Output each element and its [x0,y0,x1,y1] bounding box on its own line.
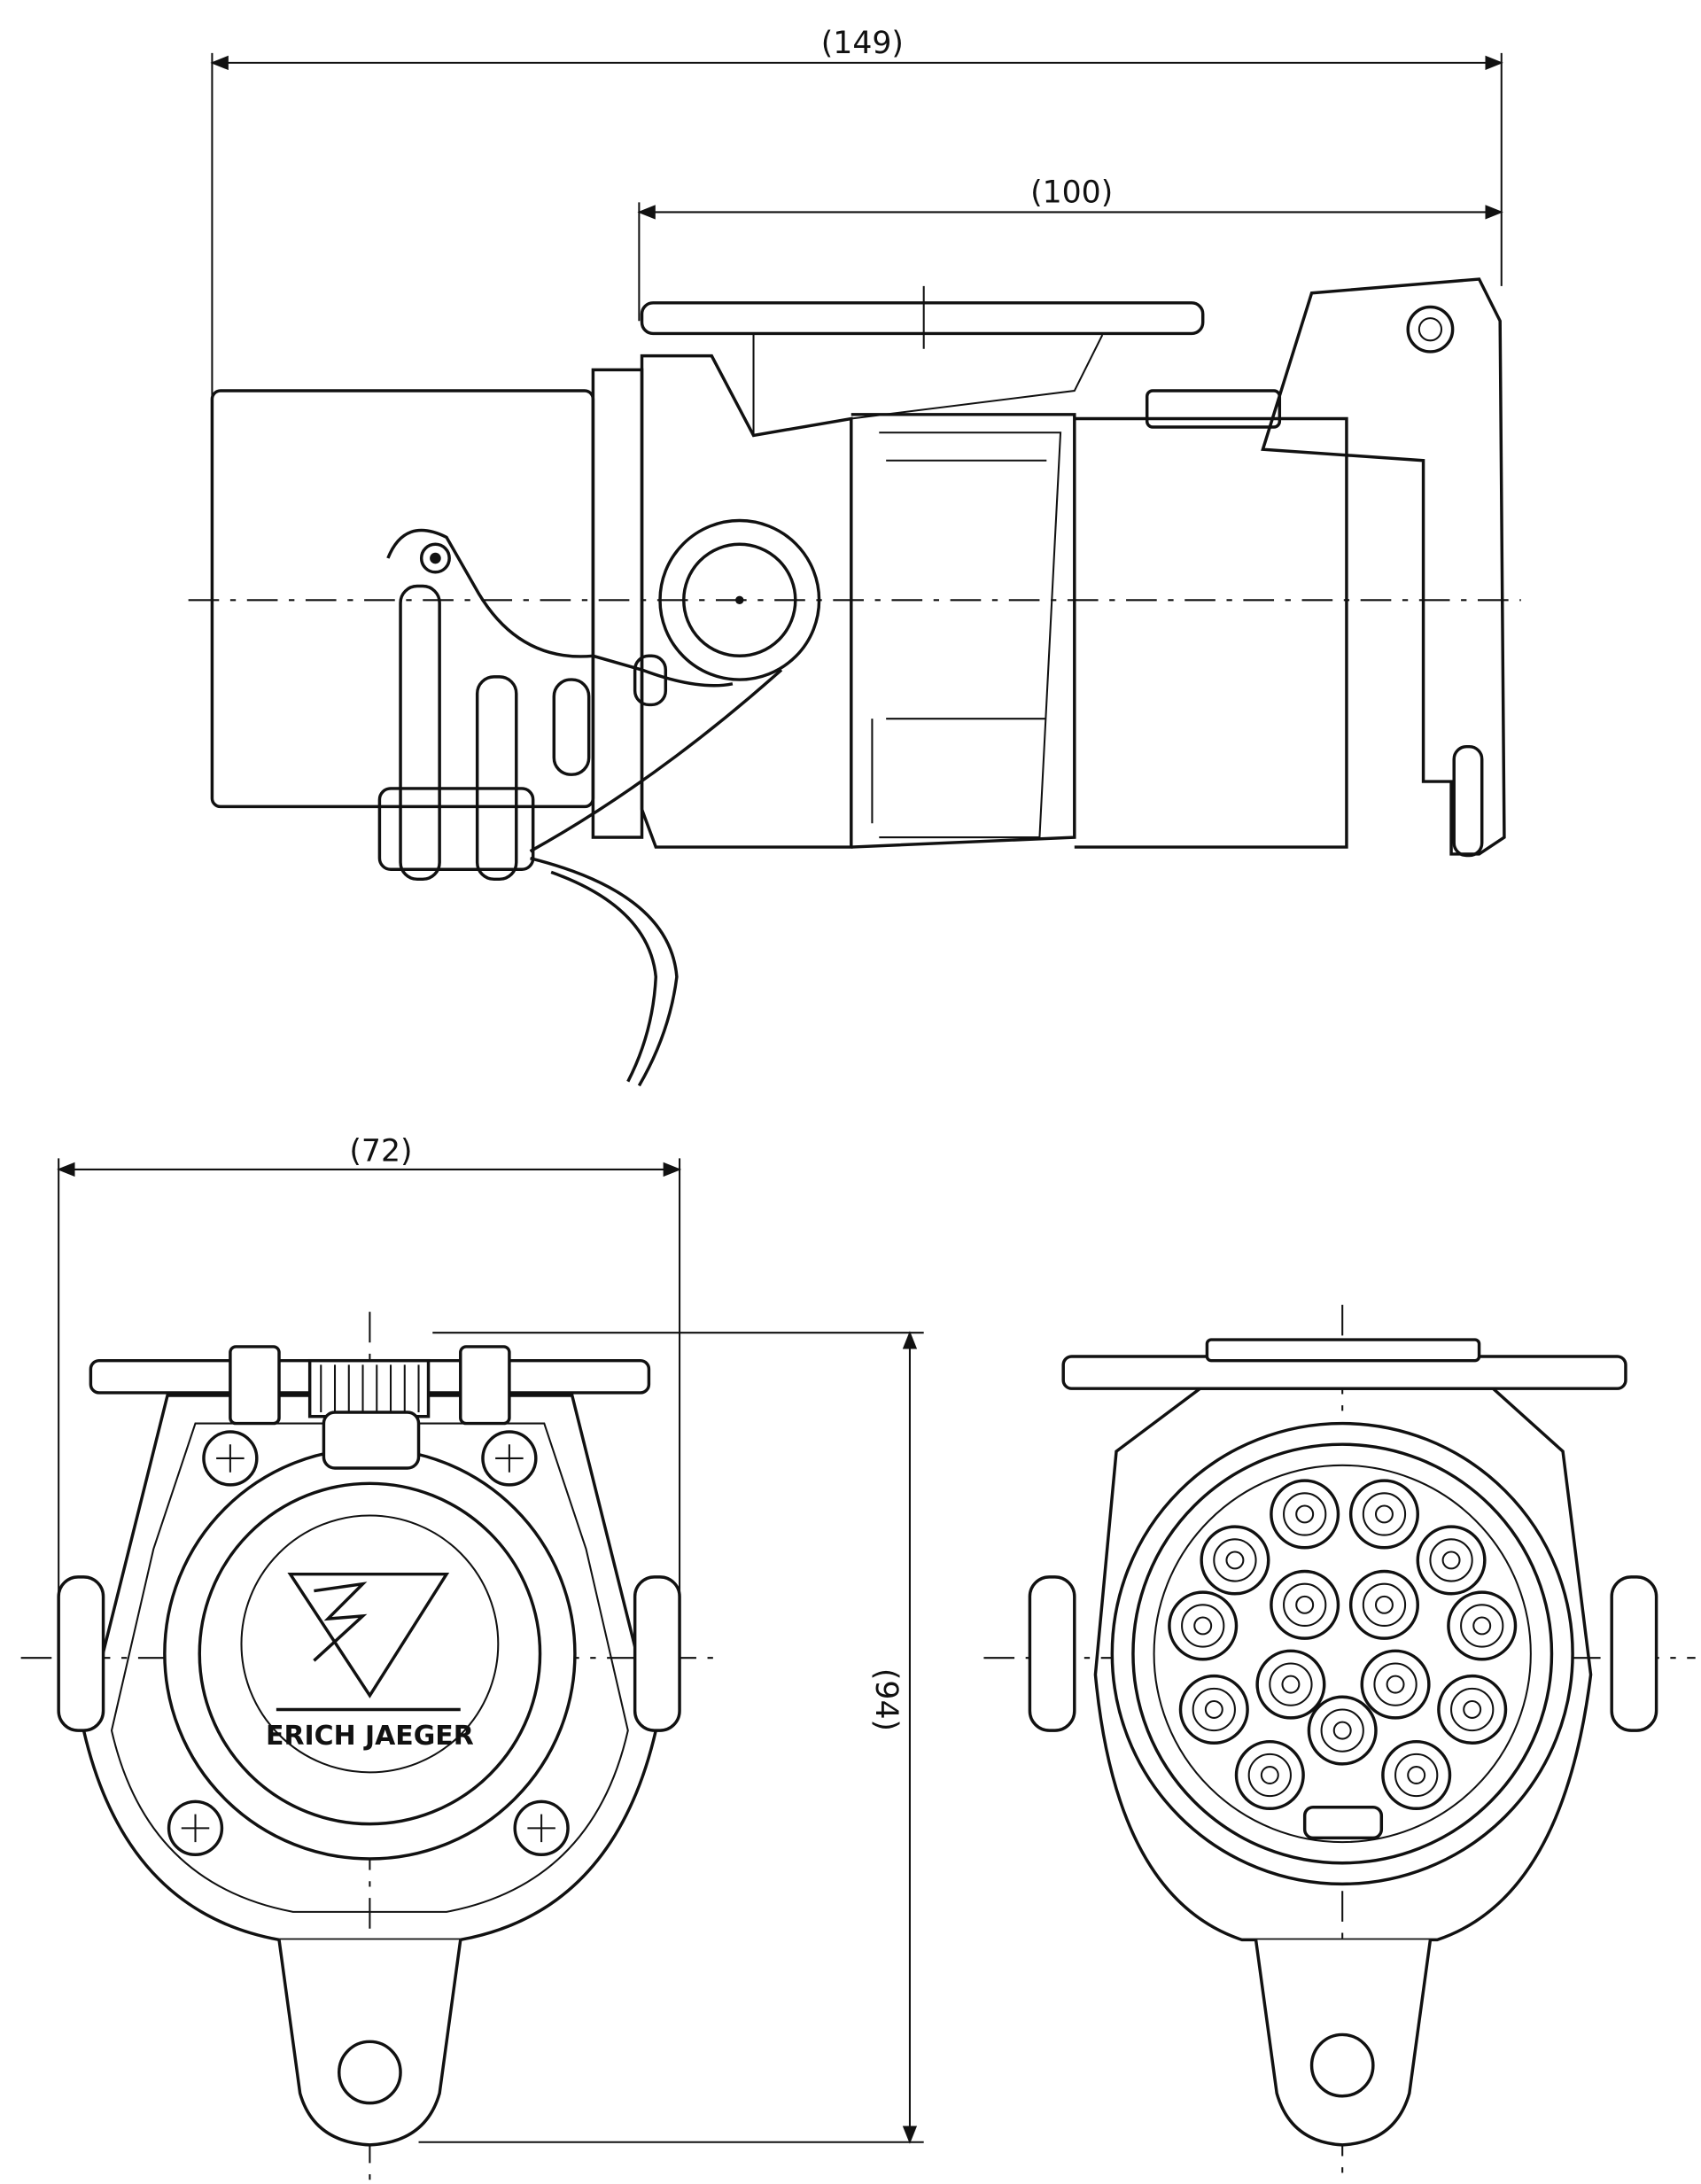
socket-pin [1429,1538,1473,1582]
flange [591,368,644,839]
cable-gland [658,518,821,681]
socket-pin [1234,1739,1305,1811]
dimension-100: (100) [637,175,1503,322]
socket-pin [1441,1551,1461,1570]
socket-pin [1407,1766,1426,1784]
socket-pin [1200,1525,1270,1596]
socket-pin [1192,1687,1236,1732]
socket-pin [1270,1569,1340,1640]
socket-pins [1168,1479,1518,1811]
lid [163,1447,577,1861]
socket-pin [1295,1595,1315,1614]
mounting-hole [338,2040,402,2105]
socket-body [1074,416,1348,849]
socket-pin [1283,1582,1327,1627]
cable [529,668,783,1087]
socket-pin [1260,1766,1279,1784]
mounting-tab [1254,1939,1433,2147]
lid [1261,277,1506,856]
clamp [386,528,734,688]
socket-pin [1178,1674,1249,1745]
logo-text: ERICH JAEGER [266,1721,474,1752]
socket-pin [1193,1616,1213,1636]
socket-pin [1447,1590,1518,1661]
dimension-149: (149) [210,26,1503,398]
housing-outline [82,1394,658,1942]
socket-pin [1225,1551,1245,1570]
socket-pin [1283,1492,1327,1536]
socket-pin [1348,1569,1419,1640]
dimension-label-149: (149) [821,26,904,61]
socket-pin [1460,1604,1504,1648]
socket-face [1110,1421,1574,1886]
socket-pin [1472,1616,1492,1636]
mounting-plate [640,301,1205,336]
dimension-label-100: (100) [1030,175,1113,210]
socket-pin [1270,1479,1340,1550]
socket-pin [1362,1582,1407,1627]
socket-pin [1360,1649,1431,1720]
dimension-72: (72) [57,1133,682,1647]
socket-pin [1437,1674,1508,1745]
side-view: (149) (100) [188,26,1521,1087]
hinge-pin [1406,305,1455,354]
socket-pin [1247,1753,1292,1798]
socket-pin [1181,1604,1225,1648]
socket-pin [1381,1739,1452,1811]
socket-pin [1374,1504,1394,1524]
dimension-label-94: (94) [868,1668,904,1731]
cable-sleeve [210,389,595,809]
socket-pin [1295,1504,1315,1524]
socket-pin [1269,1662,1313,1706]
socket-pin [1168,1590,1239,1661]
socket-pin [1463,1699,1482,1719]
socket-pin [1348,1479,1419,1550]
socket-pin [1281,1675,1301,1694]
front-view-socket [983,1304,1696,2184]
socket-pin [1386,1675,1405,1694]
socket-pin [1362,1492,1407,1536]
socket-pin [1307,1695,1378,1766]
socket-pin [1213,1538,1257,1582]
socket-pin [1450,1687,1495,1732]
socket-pin [1204,1699,1223,1719]
logo: ERICH JAEGER [266,1572,474,1752]
socket-pin [1416,1525,1487,1596]
socket-pin [1394,1753,1439,1798]
mounting-hole [1309,2032,1375,2098]
latch [1145,389,1282,429]
socket-pin [1320,1708,1364,1753]
housing-front [850,413,1076,849]
socket-pin [1332,1721,1352,1740]
housing [640,354,853,849]
housing-outline [1093,1387,1593,1942]
dimension-label-72: (72) [349,1133,412,1169]
socket-pin [1373,1662,1418,1706]
dimension-94: (94) [418,1331,924,2144]
screws [167,1430,570,1857]
socket-pin [1255,1649,1326,1720]
front-view-lid: (72) (94) ERICH JAEGER [20,1133,924,2184]
socket-pin [1374,1595,1394,1614]
